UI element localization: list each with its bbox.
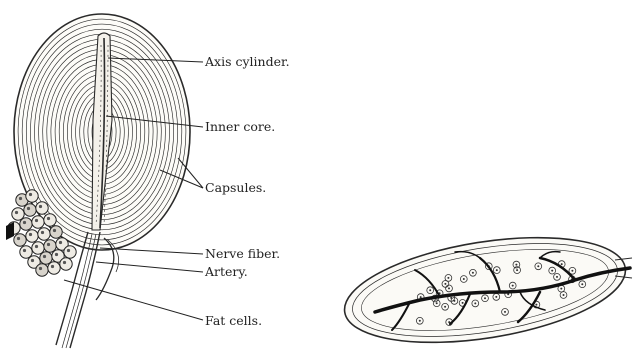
label-nerve-fiber: Nerve fiber. — [205, 246, 280, 261]
label-capsules: Capsules. — [205, 180, 266, 195]
label-artery: Artery. — [204, 264, 248, 279]
label-axis-cylinder: Axis cylinder. — [204, 54, 290, 69]
corpuscle-transverse-section — [337, 220, 633, 351]
label-fat-cells: Fat cells. — [205, 313, 262, 328]
labels: Axis cylinder. Inner core. Capsules. Ner… — [204, 54, 290, 328]
leader-nerve-fiber — [100, 248, 203, 254]
label-inner-core: Inner core. — [205, 119, 275, 134]
corpuscle-longitudinal-section — [6, 14, 190, 348]
leader-fat-cells — [64, 280, 203, 320]
